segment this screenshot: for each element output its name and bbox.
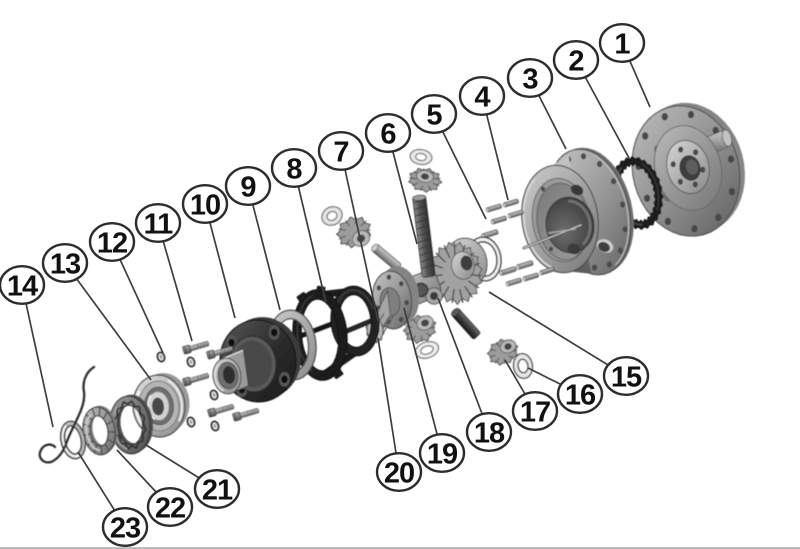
callout-number-4: 4 bbox=[474, 81, 490, 113]
callout-21: 21 bbox=[193, 469, 241, 510]
callout-circle-8 bbox=[270, 147, 318, 188]
callout-16: 16 bbox=[556, 374, 604, 415]
callout-18: 18 bbox=[465, 412, 513, 453]
callout-number-17: 17 bbox=[520, 396, 550, 428]
part-bearing-cap bbox=[212, 317, 301, 403]
callout-6: 6 bbox=[364, 112, 412, 153]
leader-line-15 bbox=[488, 291, 627, 377]
callout-circle-23 bbox=[101, 507, 149, 548]
callout-circle-16 bbox=[556, 374, 604, 415]
callout-20: 20 bbox=[375, 452, 423, 493]
callout-4: 4 bbox=[458, 75, 506, 116]
callout-number-1: 1 bbox=[614, 28, 630, 60]
callout-number-10: 10 bbox=[190, 189, 220, 221]
callout-number-15: 15 bbox=[611, 361, 642, 393]
leader-line-11 bbox=[157, 222, 193, 342]
leader-line-8 bbox=[293, 167, 327, 304]
callout-number-18: 18 bbox=[474, 417, 505, 449]
callout-9: 9 bbox=[224, 165, 272, 206]
callout-circle-15 bbox=[602, 356, 650, 397]
callout-14: 14 bbox=[0, 265, 46, 305]
callout-number-14: 14 bbox=[7, 270, 38, 302]
callout-5: 5 bbox=[410, 93, 458, 134]
callout-number-11: 11 bbox=[144, 208, 174, 240]
leader-line-layer bbox=[21, 42, 651, 528]
callout-circle-11 bbox=[134, 202, 182, 243]
part-wire-clip bbox=[38, 365, 96, 464]
callout-7: 7 bbox=[317, 130, 365, 171]
callout-circle-21 bbox=[193, 469, 241, 510]
part-locker-housing bbox=[521, 147, 634, 276]
callout-number-23: 23 bbox=[110, 512, 141, 544]
callout-circle-3 bbox=[506, 58, 554, 98]
callout-10: 10 bbox=[181, 183, 229, 224]
leader-line-19 bbox=[403, 307, 443, 454]
callout-number-8: 8 bbox=[286, 153, 302, 185]
callout-number-21: 21 bbox=[202, 474, 233, 506]
callout-number-9: 9 bbox=[240, 171, 256, 203]
callout-circle-18 bbox=[465, 412, 513, 453]
callout-17: 17 bbox=[511, 391, 559, 432]
leader-line-7 bbox=[340, 150, 379, 322]
callout-circle-5 bbox=[410, 93, 458, 134]
callout-circle-13 bbox=[41, 242, 89, 283]
callout-11: 11 bbox=[134, 202, 182, 243]
callout-circle-20 bbox=[375, 452, 423, 493]
callout-number-13: 13 bbox=[50, 248, 81, 280]
callout-number-19: 19 bbox=[427, 438, 458, 470]
callout-number-6: 6 bbox=[380, 118, 396, 150]
part-bolts-and-pins bbox=[481, 198, 555, 287]
callout-13: 13 bbox=[41, 242, 89, 283]
part-thrust-washer bbox=[512, 352, 534, 380]
callout-circle-10 bbox=[181, 183, 229, 224]
bottom-rule bbox=[0, 547, 800, 549]
callout-circle-14 bbox=[0, 265, 46, 305]
leader-line-20 bbox=[377, 337, 400, 473]
part-clips bbox=[156, 351, 220, 432]
callout-15: 15 bbox=[602, 356, 650, 397]
callout-circle-7 bbox=[317, 130, 365, 171]
callout-12: 12 bbox=[88, 221, 136, 262]
parts-layer bbox=[38, 102, 745, 464]
callout-19: 19 bbox=[418, 433, 466, 474]
callout-circle-1 bbox=[598, 23, 646, 63]
callout-circle-12 bbox=[88, 221, 136, 262]
callout-circle-2 bbox=[552, 40, 600, 80]
callout-number-16: 16 bbox=[565, 379, 596, 411]
part-pinion-gear bbox=[486, 338, 519, 366]
leader-line-14 bbox=[21, 284, 54, 428]
part-centre-assembly bbox=[321, 148, 502, 359]
callout-number-2: 2 bbox=[568, 45, 583, 77]
callout-number-7: 7 bbox=[333, 136, 348, 168]
callout-number-5: 5 bbox=[426, 99, 442, 131]
callout-23: 23 bbox=[101, 507, 149, 548]
callout-22: 22 bbox=[146, 487, 194, 528]
callout-8: 8 bbox=[270, 147, 318, 188]
part-flange-plate bbox=[631, 102, 745, 237]
callout-number-12: 12 bbox=[97, 227, 127, 259]
callout-1: 1 bbox=[598, 23, 646, 63]
part-cap-bolts bbox=[182, 341, 260, 422]
callout-circle-9 bbox=[224, 165, 272, 206]
part-wave-washer bbox=[82, 405, 118, 456]
callout-number-3: 3 bbox=[522, 63, 538, 95]
leader-line-9 bbox=[247, 185, 281, 311]
callout-number-20: 20 bbox=[384, 457, 414, 489]
callout-3: 3 bbox=[506, 58, 554, 98]
part-cage bbox=[292, 285, 380, 381]
callout-circle-19 bbox=[418, 433, 466, 474]
callout-number-22: 22 bbox=[155, 492, 185, 524]
leader-line-13 bbox=[64, 262, 152, 381]
callout-circle-22 bbox=[146, 487, 194, 528]
callout-circle-6 bbox=[364, 112, 412, 153]
callout-2: 2 bbox=[552, 40, 600, 80]
callout-circle-4 bbox=[458, 75, 506, 116]
callout-circle-17 bbox=[511, 391, 559, 432]
leader-line-18 bbox=[437, 297, 490, 433]
